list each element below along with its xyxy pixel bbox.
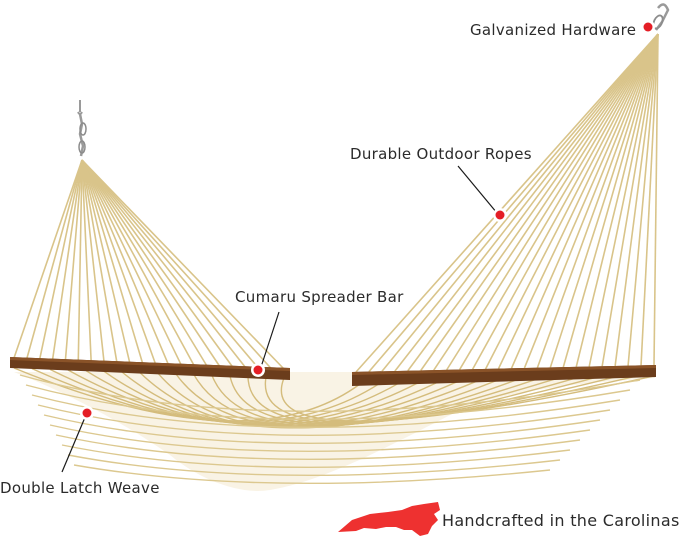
- callout-spreader-bar: Cumaru Spreader Bar: [235, 288, 404, 306]
- callout-galvanized-hardware: Galvanized Hardware: [470, 21, 637, 39]
- right-spreader-bar: [352, 365, 656, 386]
- left-hardware: [77, 100, 87, 157]
- handcrafted-caption: Handcrafted in the Carolinas: [442, 511, 679, 530]
- callout-latch-weave: Double Latch Weave: [0, 479, 160, 497]
- right-hardware: [652, 3, 670, 31]
- left-spreader-bar: [10, 357, 290, 380]
- right-suspension-ropes: [355, 33, 659, 373]
- left-suspension-ropes: [13, 159, 285, 370]
- north-carolina-shape-icon: [338, 502, 440, 536]
- callout-markers: [80, 20, 655, 420]
- hammock-bed-weave: [14, 372, 655, 491]
- callout-lines: [61, 165, 498, 473]
- callout-outdoor-ropes: Durable Outdoor Ropes: [350, 145, 532, 163]
